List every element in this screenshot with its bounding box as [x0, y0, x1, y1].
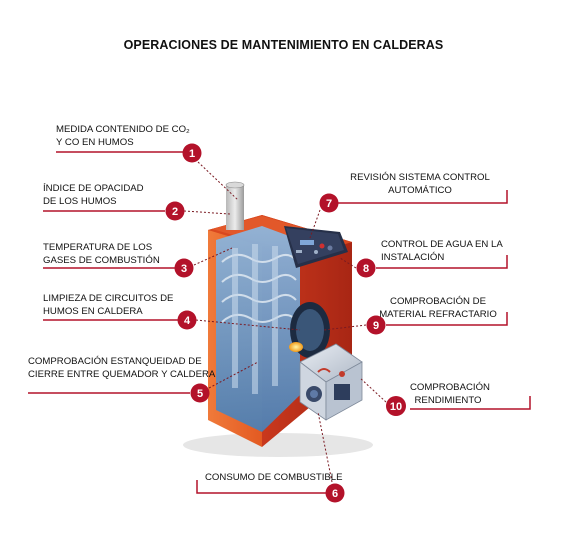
label-5-line-2: CIERRE ENTRE QUEMADOR Y CALDERA — [28, 369, 216, 380]
label-10: COMPROBACIÓN RENDIMIENTO — [410, 381, 490, 407]
leader-line-7 — [309, 209, 321, 239]
label-10-line-1: COMPROBACIÓN — [410, 382, 490, 393]
leader-lines — [183, 161, 387, 483]
badge-6-number: 6 — [332, 488, 338, 500]
boiler-illustration — [183, 181, 373, 457]
badge-6: 6 — [325, 483, 345, 503]
number-badges: 1 2 3 4 5 6 7 8 9 10 — [165, 143, 406, 503]
badge-10-number: 10 — [390, 401, 402, 413]
label-3-line-2: GASES DE COMBUSTIÓN — [43, 255, 160, 266]
label-3: TEMPERATURA DE LOS GASES DE COMBUSTIÓN — [43, 241, 160, 267]
label-9-line-2: MATERIAL REFRACTARIO — [379, 309, 497, 320]
callout-lines — [28, 151, 531, 494]
leader-line-10 — [359, 377, 387, 403]
label-7: REVISIÓN SISTEMA CONTROL AUTOMÁTICO — [340, 171, 500, 197]
label-4-line-1: LIMPIEZA DE CIRCUITOS DE — [43, 293, 174, 304]
badge-2-number: 2 — [172, 206, 178, 218]
label-7-line-2: AUTOMÁTICO — [388, 185, 452, 196]
label-5-line-1: COMPROBACIÓN ESTANQUEIDAD DE — [28, 356, 202, 367]
leader-line-8 — [339, 257, 357, 269]
label-7-line-1: REVISIÓN SISTEMA CONTROL — [350, 172, 490, 183]
callout-line-8 — [376, 255, 508, 269]
badge-7-number: 7 — [326, 198, 332, 210]
leader-line-3 — [193, 247, 233, 266]
label-8-line-1: CONTROL DE AGUA EN LA — [381, 239, 503, 250]
badge-3: 3 — [174, 258, 194, 278]
badge-2: 2 — [165, 201, 185, 221]
label-6-line-1: CONSUMO DE COMBUSTIBLE — [205, 472, 343, 483]
badge-8-number: 8 — [363, 263, 369, 275]
badge-5: 5 — [190, 383, 210, 403]
callout-line-7 — [338, 190, 508, 204]
label-1-line-1: MEDIDA CONTENIDO DE CO₂ — [56, 124, 190, 135]
label-9-line-1: COMPROBACIÓN DE — [390, 296, 486, 307]
badge-3-number: 3 — [181, 263, 187, 275]
badge-9: 9 — [366, 315, 386, 335]
badge-5-number: 5 — [197, 388, 203, 400]
callout-line-9 — [386, 312, 508, 326]
label-9: COMPROBACIÓN DE MATERIAL REFRACTARIO — [378, 295, 498, 321]
label-6: CONSUMO DE COMBUSTIBLE — [205, 471, 343, 484]
badge-9-number: 9 — [373, 320, 379, 332]
label-3-line-1: TEMPERATURA DE LOS — [43, 242, 153, 253]
label-8-line-2: INSTALACIÓN — [381, 252, 445, 263]
callout-line-10 — [410, 396, 531, 410]
badge-1: 1 — [182, 143, 202, 163]
badge-1-number: 1 — [189, 148, 195, 160]
leader-line-1 — [197, 161, 239, 201]
label-1-line-2: Y CO EN HUMOS — [56, 137, 134, 148]
label-1: MEDIDA CONTENIDO DE CO₂ Y CO EN HUMOS — [56, 123, 190, 149]
badge-8: 8 — [356, 258, 376, 278]
label-2: ÍNDICE DE OPACIDAD DE LOS HUMOS — [43, 182, 144, 208]
label-2-line-1: ÍNDICE DE OPACIDAD — [43, 183, 144, 194]
badge-7: 7 — [319, 193, 339, 213]
leader-line-9 — [323, 324, 367, 331]
label-4-line-2: HUMOS EN CALDERA — [43, 306, 143, 317]
badge-4-number: 4 — [184, 315, 191, 327]
badge-4: 4 — [177, 310, 197, 330]
callout-line-6 — [196, 480, 326, 494]
label-4: LIMPIEZA DE CIRCUITOS DE HUMOS EN CALDER… — [43, 292, 173, 318]
label-8: CONTROL DE AGUA EN LA INSTALACIÓN — [381, 238, 503, 264]
badge-10: 10 — [386, 396, 406, 416]
label-2-line-2: DE LOS HUMOS — [43, 196, 117, 207]
burner-unit — [299, 343, 363, 421]
label-5: COMPROBACIÓN ESTANQUEIDAD DE CIERRE ENTR… — [28, 355, 215, 381]
label-10-line-2: RENDIMIENTO — [414, 395, 482, 406]
leader-line-4 — [195, 319, 301, 331]
leader-line-2 — [183, 210, 231, 215]
page-title: OPERACIONES DE MANTENIMIENTO EN CALDERAS — [123, 38, 444, 52]
leader-line-5 — [208, 361, 259, 389]
